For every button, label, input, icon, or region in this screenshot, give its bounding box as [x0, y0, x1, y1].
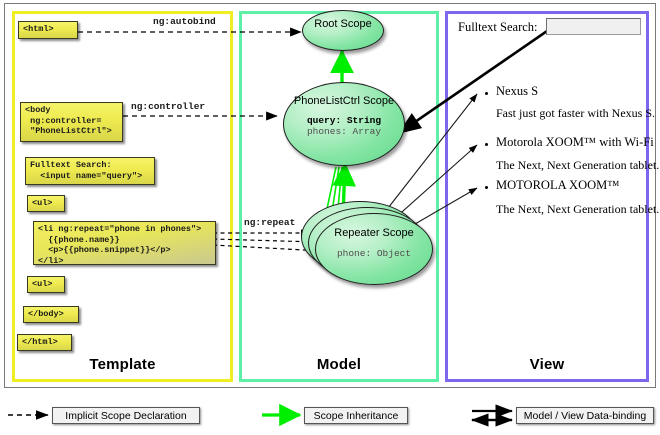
legend: Implicit Scope Declaration Scope Inherit…	[0, 396, 660, 435]
connector-overlay	[78, 27, 551, 261]
scope-phonelistctrl-title: PhoneListCtrl Scope	[293, 95, 395, 107]
scope-root: Root Scope	[302, 10, 384, 51]
scope-prop-phone: phone: Object	[336, 247, 412, 259]
view-search-input[interactable]	[546, 18, 641, 35]
panel-view: View	[445, 11, 649, 382]
view-item-name-1: Nexus S	[496, 84, 539, 98]
code-box-ul-open: <ul>	[27, 195, 65, 212]
legend-arrows	[8, 403, 514, 427]
scope-root-title: Root Scope	[314, 18, 372, 30]
edge-label-ng-autobind: ng:autobind	[153, 16, 216, 27]
edge-label-ng-repeat: ng:repeat	[244, 217, 296, 228]
edge-ng-repeat-3	[212, 244, 323, 255]
view-item-snippet-3: The Next, Next Generation tablet.	[496, 202, 660, 216]
code-box-body-open: <body ng:controller= "PhoneListCtrl">	[20, 102, 123, 142]
legend-label-scope-inheritance: Scope Inheritance	[304, 407, 408, 424]
scope-repeater-title: Repeater Scope	[334, 227, 414, 239]
scope-phonelistctrl: PhoneListCtrl Scope query: String phones…	[283, 82, 405, 166]
legend-label-implicit-scope: Implicit Scope Declaration	[52, 407, 200, 424]
panel-template-label: Template	[89, 356, 156, 373]
view-bullet-3	[485, 186, 488, 189]
view-search-label: Fulltext Search:	[458, 20, 538, 34]
legend-label-data-binding: Model / View Data-binding	[516, 407, 654, 424]
panel-template: Template	[12, 11, 233, 382]
code-box-body-close: </body>	[23, 306, 79, 323]
edge-bind-query	[397, 27, 551, 135]
code-box-li-repeat: <li ng:repeat="phone in phones"> {{phone…	[33, 221, 216, 266]
code-box-fulltext-search: Fulltext Search: <input name="query">	[25, 157, 155, 185]
panel-view-label: View	[529, 356, 565, 373]
view-bullet-1	[485, 92, 488, 95]
view-item-snippet-1: Fast just got faster with Nexus S.	[496, 106, 655, 120]
view-item-name-3: MOTOROLA XOOM™	[496, 178, 620, 192]
panel-model-label: Model	[316, 356, 362, 373]
scope-prop-query: query: String	[306, 114, 382, 126]
view-item-snippet-2: The Next, Next Generation tablet.	[496, 158, 660, 172]
code-box-html-open: <html>	[18, 21, 78, 39]
scope-prop-phones: phones: Array	[306, 125, 382, 137]
code-box-ul-close: <ul>	[27, 276, 65, 293]
view-item-name-2: Motorola XOOM™ with Wi-Fi	[496, 135, 654, 149]
code-box-html-close: </html>	[17, 334, 72, 351]
scope-repeater: Repeater Scope phone: Object	[315, 213, 433, 285]
diagram-frame: Template Model View	[4, 3, 660, 388]
edge-ng-repeat-2	[212, 238, 317, 246]
view-bullet-2	[485, 143, 488, 146]
edge-label-ng-controller: ng:controller	[131, 101, 206, 112]
